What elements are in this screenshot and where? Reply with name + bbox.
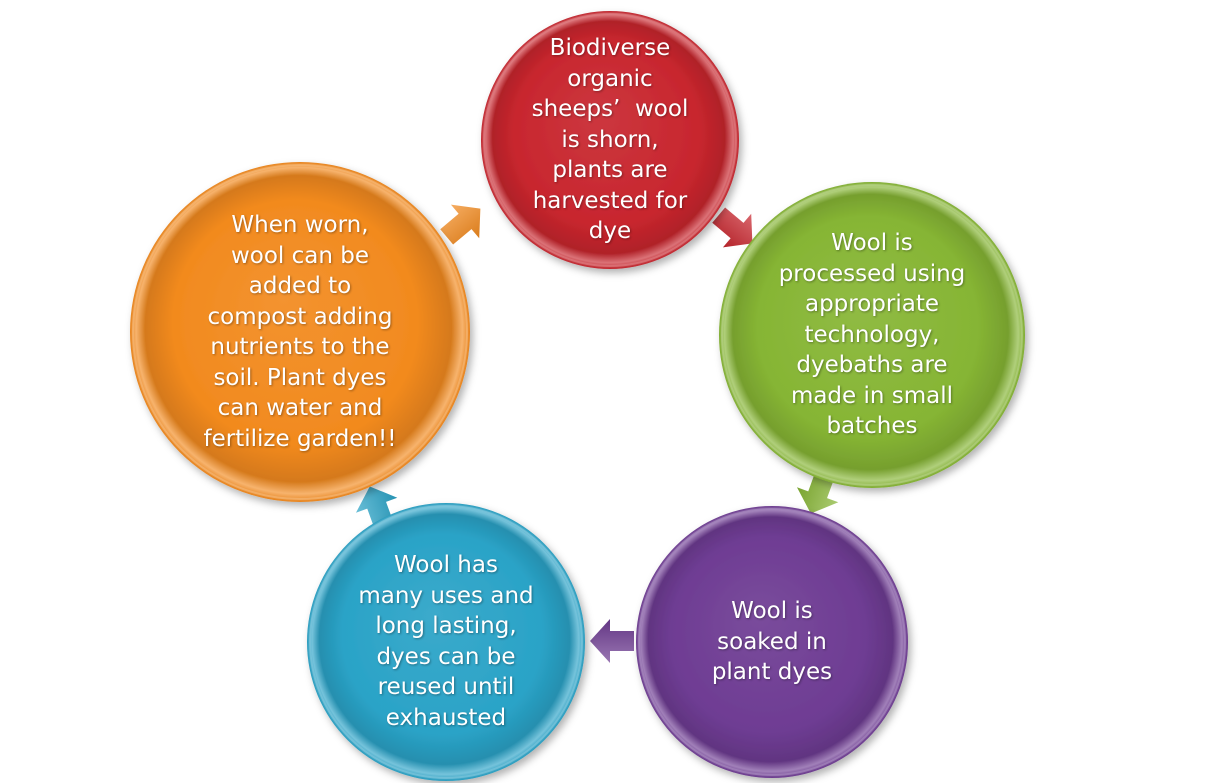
arrow-harvest-to-process: [712, 207, 753, 248]
node-rim-use: [309, 505, 583, 779]
node-circle-use: [307, 503, 585, 781]
node-rim-process: [721, 184, 1023, 486]
nodes-layer: [130, 11, 1025, 781]
node-circle-soak: [636, 506, 908, 778]
arrow-compost-to-harvest: [440, 204, 481, 245]
node-circle-process: [719, 182, 1025, 488]
node-circle-compost: [130, 162, 470, 502]
node-rim-compost: [132, 164, 468, 500]
arrow-soak-to-use: [590, 619, 634, 663]
node-rim-harvest: [483, 13, 737, 267]
node-rim-soak: [638, 508, 906, 776]
node-circle-harvest: [481, 11, 739, 269]
